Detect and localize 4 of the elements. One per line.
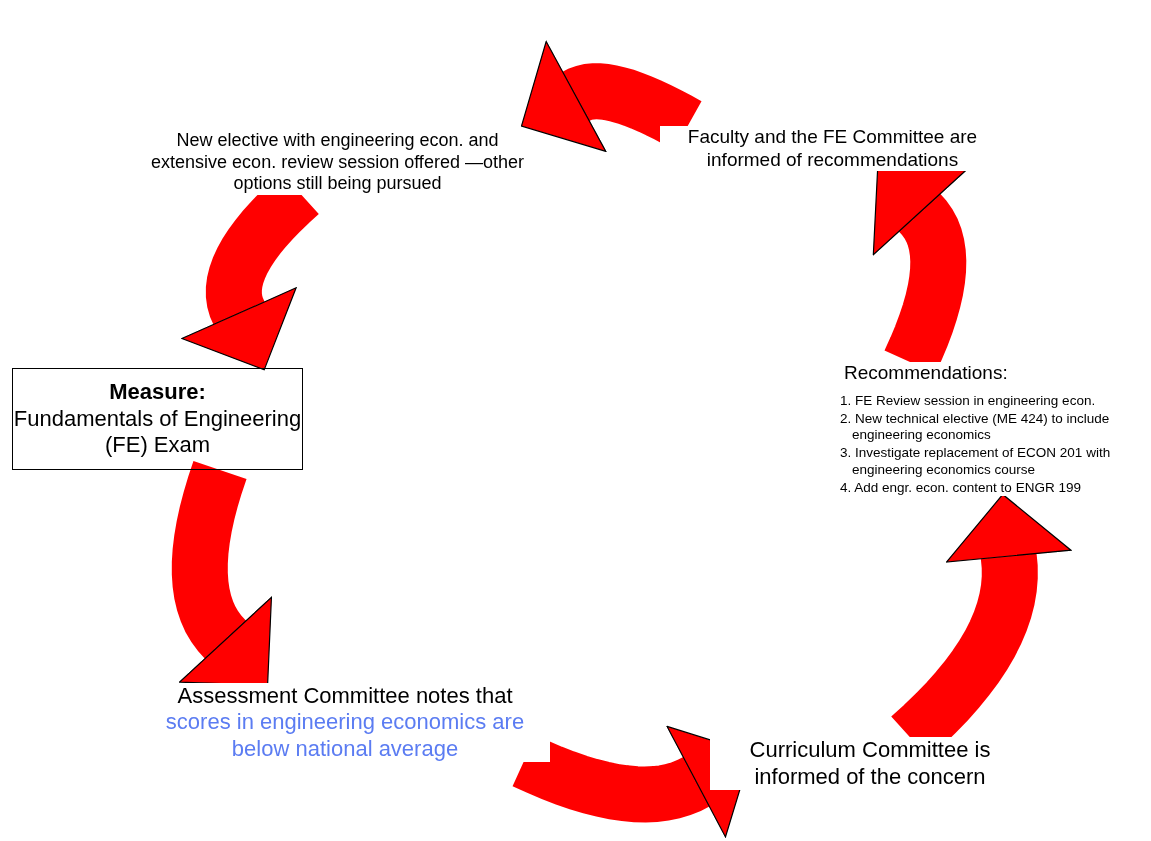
- step-text: Fundamentals of Engineering (FE) Exam: [13, 405, 302, 459]
- heading-text: Measure:: [109, 379, 206, 406]
- measure-box: [12, 368, 303, 470]
- step-text: New elective with engineering econ. and extensive econ. review session offered —other options still being pursued: [150, 130, 525, 195]
